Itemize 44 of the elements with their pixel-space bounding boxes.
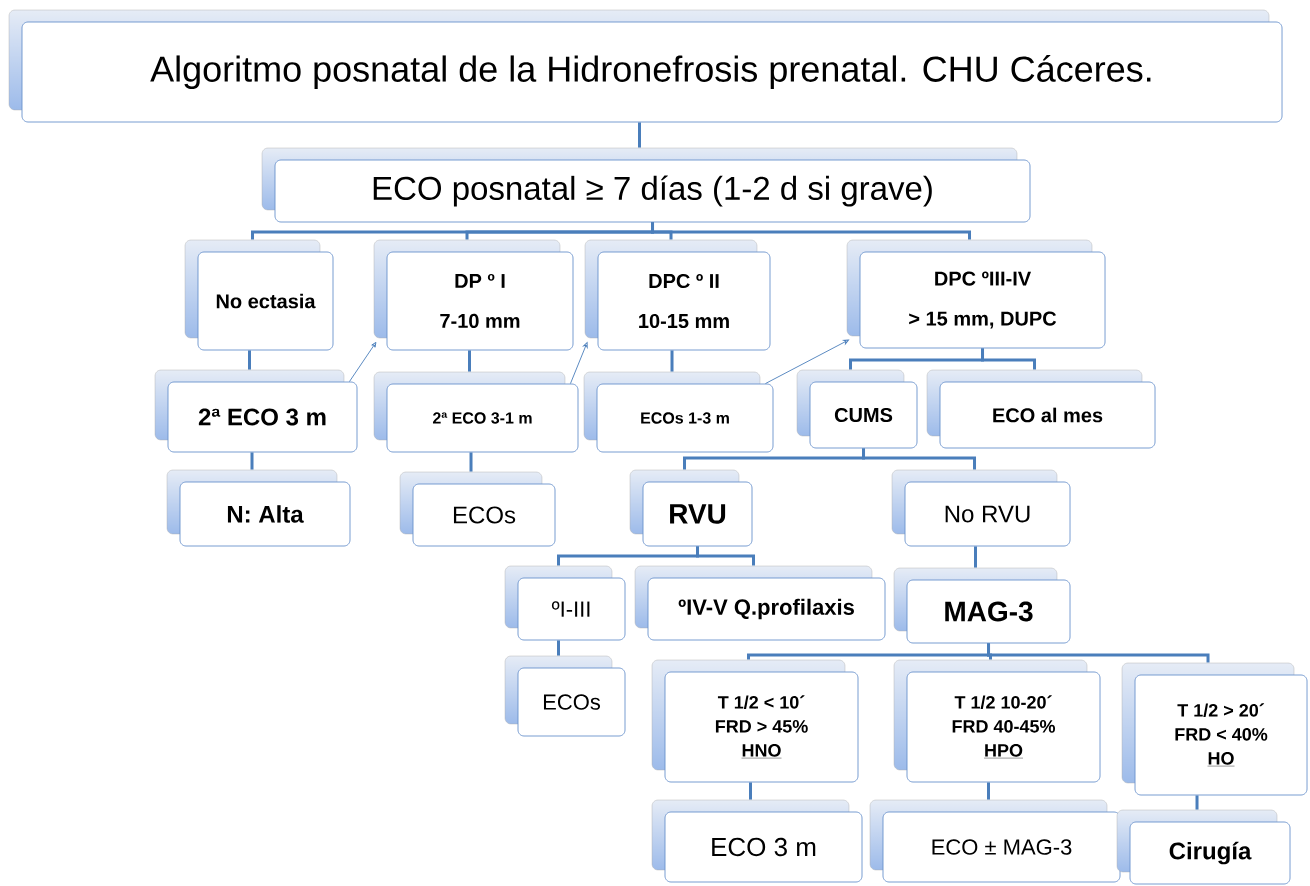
flow-box: ECOs 1-3 m xyxy=(583,371,774,453)
flow-box: T 1/2 10-20´ FRD 40-45% HPO xyxy=(893,659,1101,783)
connector xyxy=(987,643,1210,663)
connector xyxy=(749,782,752,800)
connector xyxy=(862,448,976,470)
connector xyxy=(638,122,641,148)
connector xyxy=(696,546,755,566)
connector xyxy=(1195,795,1199,810)
connector xyxy=(981,348,1036,370)
flow-box: RVU xyxy=(629,469,753,547)
flow-box: Algoritmo posnatal de la Hidronefrosis prenatal. CHU Cáceres. xyxy=(8,9,1283,123)
flow-box: No ectasia xyxy=(184,239,334,351)
flow-box: MAG-3 xyxy=(893,567,1071,644)
flow-box: ECO ± MAG-3 xyxy=(869,799,1121,883)
connector xyxy=(468,350,471,372)
flow-box: ºIV-V Q.profilaxis xyxy=(634,565,886,641)
flow-box: T 1/2 > 20´ FRD < 40% HO xyxy=(1121,662,1308,796)
flow-box: ECO posnatal ≥ 7 días (1-2 d si grave) xyxy=(261,147,1031,223)
connector xyxy=(250,452,254,470)
flow-box: DP º I 7-10 mm xyxy=(373,239,574,351)
flow-box: CUMS xyxy=(796,369,918,449)
connector xyxy=(670,350,674,372)
flow-box: ECO al mes xyxy=(926,369,1156,449)
connector xyxy=(349,341,377,382)
connector xyxy=(765,339,849,384)
connector xyxy=(570,342,588,384)
flow-box: 2ª ECO 3-1 m xyxy=(373,371,579,453)
flow-box: ECO 3 m xyxy=(651,799,863,883)
flow-box: ECOs xyxy=(504,655,626,737)
flow-box: ºI-III xyxy=(504,565,626,641)
connector xyxy=(987,782,990,800)
flow-box: No RVU xyxy=(891,469,1071,547)
flow-box: ECOs xyxy=(399,471,556,547)
connector xyxy=(651,222,971,240)
flow-box: DPC ºIII-IV > 15 mm, DUPC xyxy=(846,239,1106,349)
connector xyxy=(248,350,251,370)
connector xyxy=(974,546,977,568)
connector xyxy=(469,452,473,472)
connector xyxy=(557,640,560,656)
flow-box: Cirugía xyxy=(1116,809,1291,885)
flow-box: 2ª ECO 3 m xyxy=(154,369,358,453)
flow-box: DPC º II 10-15 mm xyxy=(584,239,771,351)
flow-box: T 1/2 < 10´ FRD > 45% HNO xyxy=(651,659,859,783)
flow-box: N: Alta xyxy=(166,469,351,547)
